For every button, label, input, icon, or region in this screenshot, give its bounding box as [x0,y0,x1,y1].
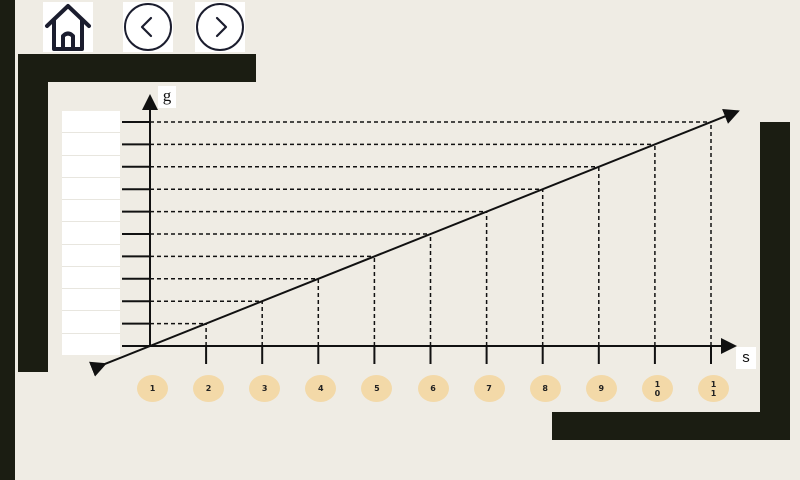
x-point-label: 5 [374,384,380,393]
back-button[interactable] [123,2,173,52]
x-point-label: 10 [654,379,661,398]
x-point-label: 7 [486,384,492,393]
x-point-button[interactable]: 7 [473,375,505,402]
frame-top-bar [18,54,256,82]
x-point-button[interactable]: 6 [417,375,449,402]
x-point-button[interactable]: 4 [305,375,337,402]
y-axis-label: g [158,86,176,108]
frame-bottom-bar [552,412,790,440]
home-icon [45,4,91,51]
x-point-button[interactable]: 3 [249,375,281,402]
x-point-button[interactable]: 5 [361,375,393,402]
x-point-label: 9 [598,384,605,393]
x-point-label: 1 [149,384,156,393]
x-point-label: 8 [542,384,548,393]
x-point-button[interactable]: 10 [641,375,673,402]
x-point-label: 11 [710,379,717,398]
x-point-button[interactable]: 8 [529,375,561,402]
chevron-left-icon [124,3,172,51]
x-point-label: 3 [261,384,268,393]
x-point-button[interactable]: 2 [193,375,225,402]
x-point-label: 6 [430,384,436,393]
home-button[interactable] [43,2,93,52]
x-point-button[interactable]: 11 [698,375,729,402]
x-point-button[interactable]: 9 [585,375,617,402]
frame-right-bar [760,122,790,440]
forward-button[interactable] [195,2,245,52]
x-point-label: 4 [318,384,324,393]
frame-inner-left-bar [18,54,48,372]
proportional-line [89,108,740,377]
frame-left-bar [0,0,15,480]
chevron-right-icon [196,3,244,51]
x-point-label: 2 [205,384,212,393]
x-point-button[interactable]: 1 [137,375,168,402]
x-axis-label: s [736,347,756,369]
